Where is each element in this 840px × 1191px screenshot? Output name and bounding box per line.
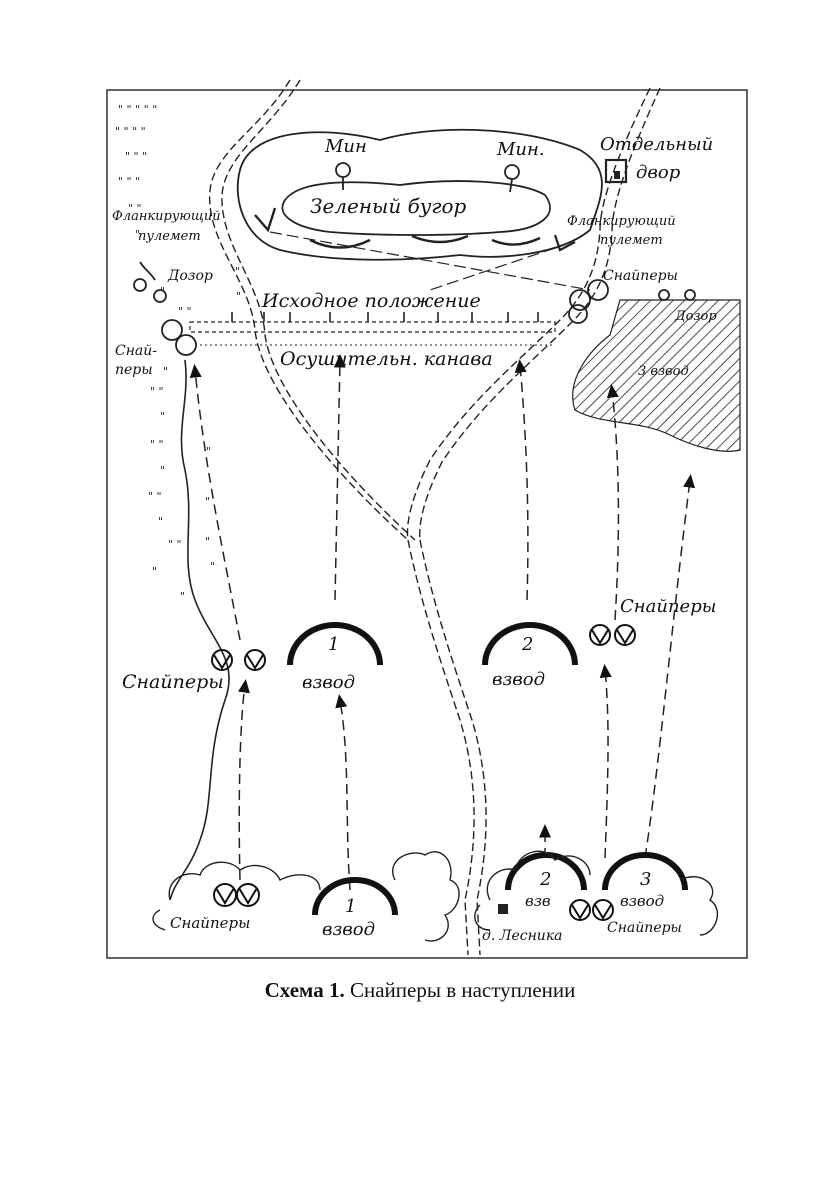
svg-text:" ": " " bbox=[128, 202, 142, 215]
start-position-line bbox=[189, 312, 556, 333]
stream-left bbox=[169, 359, 230, 901]
svg-text:": " bbox=[135, 228, 140, 241]
label-separate-yard-line2: двор bbox=[636, 162, 681, 183]
label-platoon1-bottom-num: 1 bbox=[345, 896, 356, 917]
mine-markers bbox=[335, 162, 520, 193]
hatched-forest-area bbox=[572, 299, 741, 452]
label-platoon2-bottom-word: взв bbox=[525, 892, 551, 910]
enemy-trenches bbox=[309, 234, 541, 249]
svg-text:" " ": " " " bbox=[125, 150, 147, 163]
svg-text:" ": " " bbox=[150, 438, 164, 451]
separate-yard-icon bbox=[604, 158, 628, 184]
svg-text:": " bbox=[160, 464, 165, 477]
label-mine-1: Мин bbox=[324, 136, 367, 157]
label-start-position: Исходное положение bbox=[261, 290, 481, 312]
svg-text:": " bbox=[152, 565, 157, 578]
label-platoon1-mid-word: взвод bbox=[302, 672, 355, 693]
flank-mg-right-icon bbox=[553, 234, 576, 252]
svg-text:": " bbox=[210, 560, 215, 573]
forester-house-icon bbox=[498, 904, 508, 914]
label-snipers-mid-left: Снайперы bbox=[122, 671, 224, 693]
snipers-top-right-position bbox=[568, 279, 609, 324]
figure-caption: Схема 1. Снайперы в наступлении bbox=[0, 978, 840, 1003]
label-platoon3-hatched: 3 взвод bbox=[638, 364, 689, 379]
label-patrol-left: Дозор bbox=[167, 268, 213, 284]
label-flank-mg-left-line2: пулемет bbox=[138, 229, 201, 244]
patrol-left-icon bbox=[133, 261, 167, 303]
svg-text:" ": " " bbox=[178, 305, 192, 318]
svg-text:": " bbox=[205, 495, 210, 508]
svg-text:" ": " " bbox=[148, 490, 162, 503]
label-platoon1-mid-num: 1 bbox=[328, 634, 339, 655]
label-forester-house: д. Лесника bbox=[482, 928, 563, 944]
hill-outer-contour bbox=[236, 128, 603, 261]
bushes-bottom bbox=[152, 850, 719, 942]
label-flank-mg-right-line1: Фланкирующий bbox=[567, 214, 676, 229]
svg-text:" ": " " bbox=[168, 538, 182, 551]
label-flank-mg-right-line2: пулемет bbox=[600, 233, 663, 248]
svg-text:": " bbox=[205, 535, 210, 548]
caption-text: Снайперы в наступлении bbox=[349, 978, 576, 1002]
sniper-groups bbox=[211, 624, 636, 921]
caption-label: Схема 1. bbox=[264, 978, 345, 1002]
label-flank-mg-left-line1: Фланкирующий bbox=[112, 209, 221, 224]
label-snipers-top-right: Снайперы bbox=[603, 268, 678, 284]
svg-text:": " bbox=[180, 590, 185, 603]
svg-text:": " bbox=[163, 365, 168, 378]
hill-inner-contour bbox=[281, 180, 551, 236]
label-green-hill: Зеленый бугор bbox=[310, 194, 467, 218]
label-drainage-ditch: Осушительн. канава bbox=[280, 348, 493, 370]
label-separate-yard-line1: Отдельный bbox=[600, 134, 713, 155]
svg-text:": " bbox=[158, 515, 163, 528]
flank-mg-left-icon bbox=[254, 207, 277, 233]
label-snipers-bottom-left: Снайперы bbox=[170, 914, 250, 932]
svg-text:": " bbox=[236, 290, 241, 303]
label-snipers-left-line2: перы bbox=[115, 362, 153, 378]
fire-lines bbox=[269, 231, 591, 291]
svg-text:" ": " " bbox=[150, 385, 164, 398]
label-platoon2-bottom-num: 2 bbox=[539, 869, 551, 890]
svg-text:": " bbox=[235, 265, 240, 278]
map-frame bbox=[106, 89, 748, 959]
patrol-right-icon bbox=[658, 289, 696, 301]
label-platoon3-bottom-num: 3 bbox=[640, 869, 651, 890]
label-mine-2: Мин. bbox=[496, 139, 545, 160]
svg-text:" " " ": " " " " bbox=[115, 125, 146, 138]
separate-yard-icon-door bbox=[614, 171, 620, 179]
label-snipers-bottom-right: Снайперы bbox=[607, 920, 682, 936]
svg-text:": " bbox=[206, 445, 211, 458]
label-platoon2-mid-num: 2 bbox=[521, 634, 533, 655]
label-patrol-right: Дозор bbox=[674, 309, 717, 324]
snipers-left-position bbox=[161, 319, 197, 356]
roads bbox=[208, 79, 661, 956]
label-platoon3-bottom-word: взвод bbox=[620, 892, 664, 910]
label-platoon1-bottom-word: взвод bbox=[322, 919, 375, 940]
svg-text:" " ": " " " bbox=[118, 175, 140, 188]
label-snipers-left-line1: Снай- bbox=[115, 343, 157, 359]
label-snipers-mid-right: Снайперы bbox=[620, 596, 716, 617]
svg-text:" " " " ": " " " " " bbox=[118, 103, 157, 116]
svg-text:": " bbox=[160, 410, 165, 423]
platoon-arcs bbox=[287, 622, 688, 916]
label-platoon2-mid-word: взвод bbox=[492, 669, 545, 690]
attack-routes bbox=[189, 354, 696, 891]
